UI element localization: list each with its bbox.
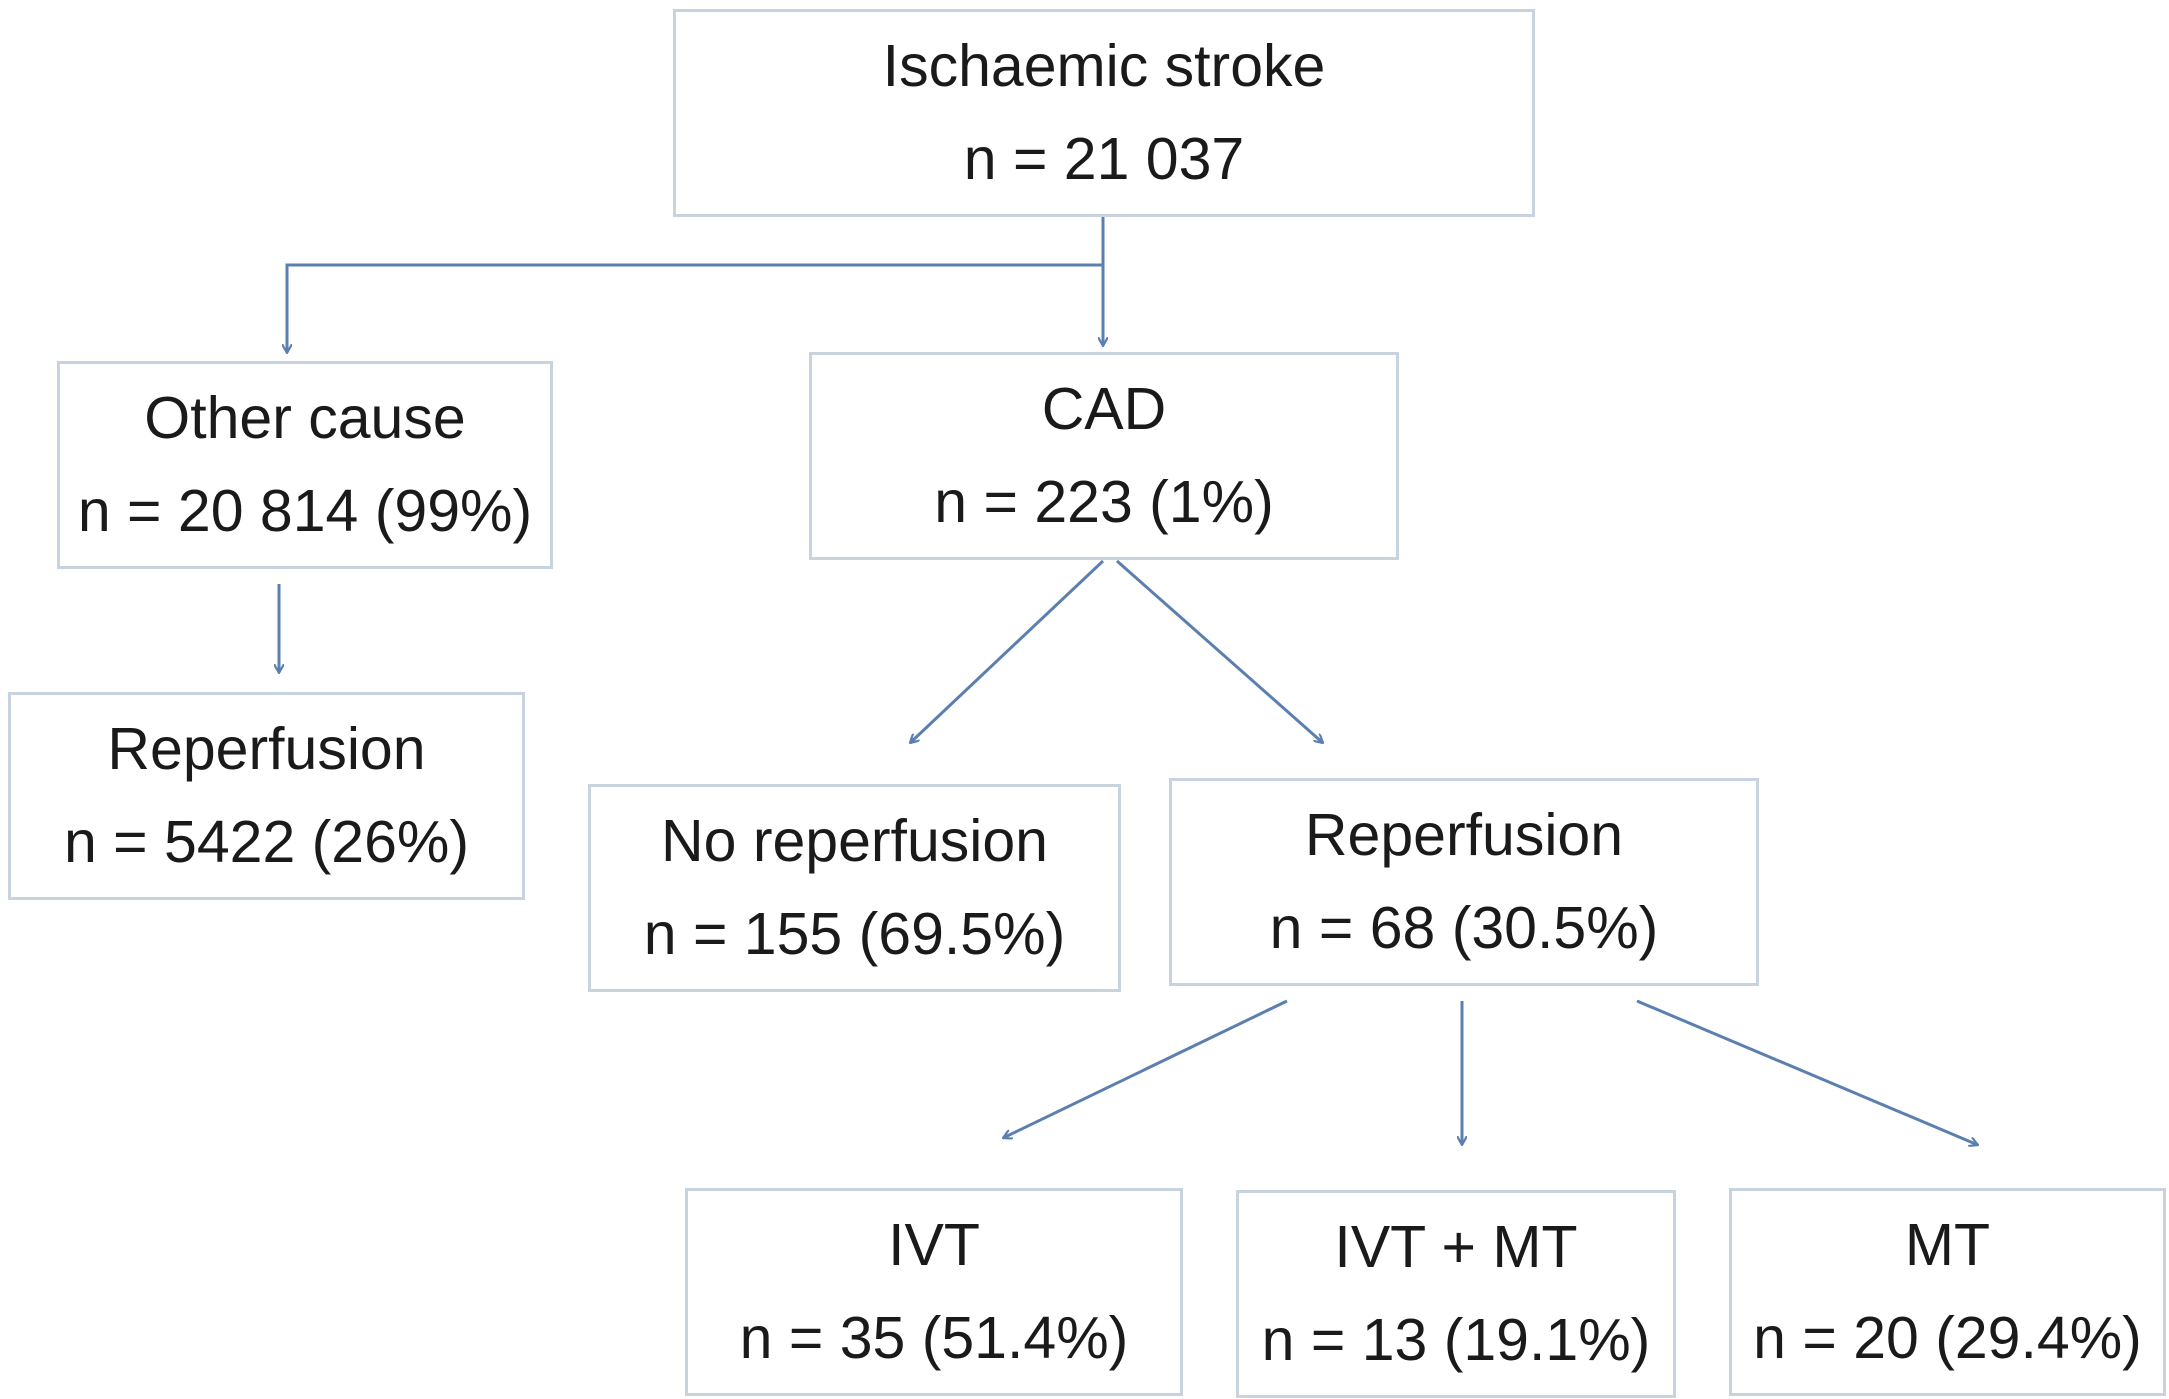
node-title: IVT: [888, 1212, 980, 1278]
node-count: n = 21 037: [963, 126, 1245, 192]
node-other-cause: Other cause n = 20 814 (99%): [57, 361, 553, 569]
edge-cad-to-no-reperfusion: [910, 559, 1105, 743]
node-title: No reperfusion: [661, 808, 1048, 874]
edge-root-to-other-cause: [287, 213, 1105, 353]
node-title: Other cause: [144, 385, 466, 451]
node-other-reperfusion: Reperfusion n = 5422 (26%): [8, 692, 525, 900]
edge-reperfusion-to-ivt: [1003, 999, 1288, 1138]
node-count: n = 223 (1%): [934, 469, 1274, 535]
node-cad: CAD n = 223 (1%): [809, 352, 1399, 560]
node-count: n = 35 (51.4%): [739, 1305, 1129, 1371]
node-title: MT: [1904, 1212, 1991, 1278]
node-title: IVT + MT: [1334, 1214, 1578, 1280]
node-no-reperfusion: No reperfusion n = 155 (69.5%): [588, 784, 1121, 992]
node-cad-reperfusion: Reperfusion n = 68 (30.5%): [1169, 778, 1759, 986]
edge-cad-to-reperfusion: [1116, 559, 1323, 745]
node-ivt-mt: IVT + MT n = 13 (19.1%): [1236, 1190, 1676, 1398]
node-count: n = 13 (19.1%): [1261, 1307, 1651, 1373]
node-count: n = 20 (29.4%): [1753, 1305, 2142, 1371]
node-count: n = 5422 (26%): [63, 809, 470, 875]
node-count: n = 155 (69.5%): [643, 901, 1066, 967]
node-title: Reperfusion: [1304, 802, 1624, 868]
node-title: Ischaemic stroke: [882, 33, 1326, 99]
node-ischaemic-stroke: Ischaemic stroke n = 21 037: [673, 9, 1535, 217]
node-title: CAD: [1041, 376, 1167, 442]
node-count: n = 68 (30.5%): [1269, 895, 1659, 961]
node-title: Reperfusion: [107, 716, 426, 782]
node-count: n = 20 814 (99%): [77, 478, 533, 544]
node-mt: MT n = 20 (29.4%): [1729, 1188, 2166, 1396]
node-ivt: IVT n = 35 (51.4%): [685, 1188, 1183, 1396]
edge-reperfusion-to-mt: [1636, 999, 1978, 1145]
